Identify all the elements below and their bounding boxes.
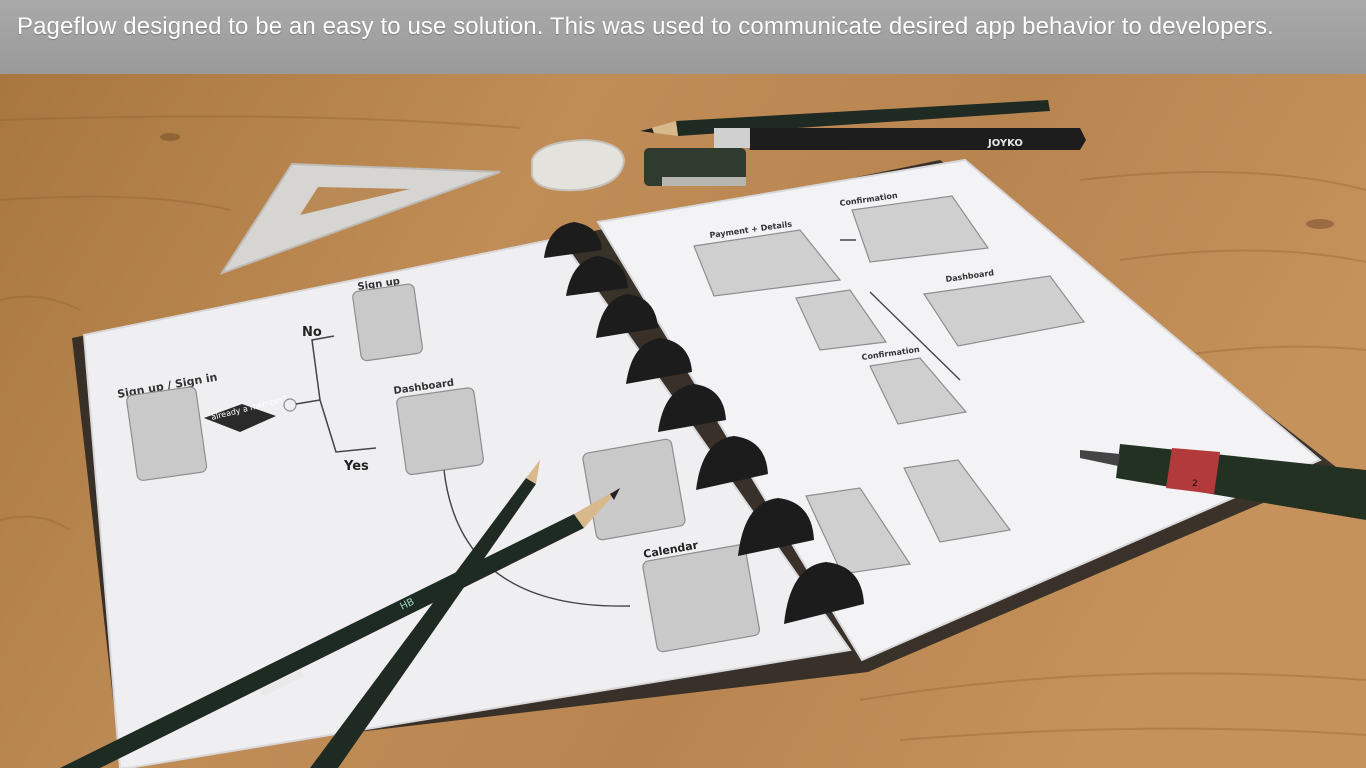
decision-diamond <box>204 404 276 432</box>
left-page-wireframes: Sign up / Sign in already a member? No Y… <box>116 276 761 653</box>
tech-pen-size: 2 <box>1192 479 1198 489</box>
wireframe-menu-phone <box>805 487 912 575</box>
binder-ring <box>738 498 814 556</box>
binder-ring <box>658 384 726 432</box>
wireframe-confirmation-phone <box>869 357 968 425</box>
connector-node <box>283 398 297 412</box>
binder-ring <box>544 222 602 258</box>
wireframe-item-phone <box>903 459 1012 543</box>
pencils: HB <box>60 460 620 768</box>
pen-cap <box>644 148 746 186</box>
flow-arrows-right <box>840 239 961 381</box>
wireframe-list-phone <box>582 438 686 541</box>
wireframe-sign-up-phone <box>352 283 423 362</box>
wireframe-dashboard-screen <box>922 275 1086 347</box>
wireframe-confirmation-screen <box>851 195 990 263</box>
binder-ring <box>566 256 628 296</box>
flow-arrow-calendar <box>443 469 631 607</box>
photo-scene: JOYKO Sign up / Sign in already a member… <box>0 74 1366 768</box>
desk-photo: JOYKO Sign up / Sign in already a member… <box>0 74 1366 768</box>
wireframe-details-phone <box>795 289 888 351</box>
eraser <box>531 138 626 192</box>
mechanical-pencil: JOYKO <box>714 128 1086 150</box>
label-yes: Yes <box>343 459 369 474</box>
wireframe-dashboard-phone <box>396 387 484 476</box>
caption-text: Pageflow designed to be an easy to use s… <box>17 13 1274 40</box>
binder-ring <box>696 436 768 490</box>
binder-ring <box>626 338 692 384</box>
triangle-ruler <box>219 162 501 275</box>
right-page-wireframes: Payment + Details Confirmation Dashboard… <box>693 191 1086 575</box>
pen-brand-label: JOYKO <box>987 138 1023 149</box>
binder-rings <box>544 222 864 624</box>
wireframe-calendar-phone <box>642 544 761 653</box>
label-no: No <box>302 325 322 340</box>
wireframe-payment-screen <box>693 229 842 297</box>
binder-ring <box>784 562 864 624</box>
binder-ring <box>596 294 658 338</box>
technical-pen: 2 <box>1080 444 1366 520</box>
pencil-top <box>640 100 1050 136</box>
caption-bar: Pageflow designed to be an easy to use s… <box>0 0 1366 74</box>
flow-arrows-left <box>295 335 377 453</box>
wireframe-sign-in-phone <box>126 386 208 481</box>
